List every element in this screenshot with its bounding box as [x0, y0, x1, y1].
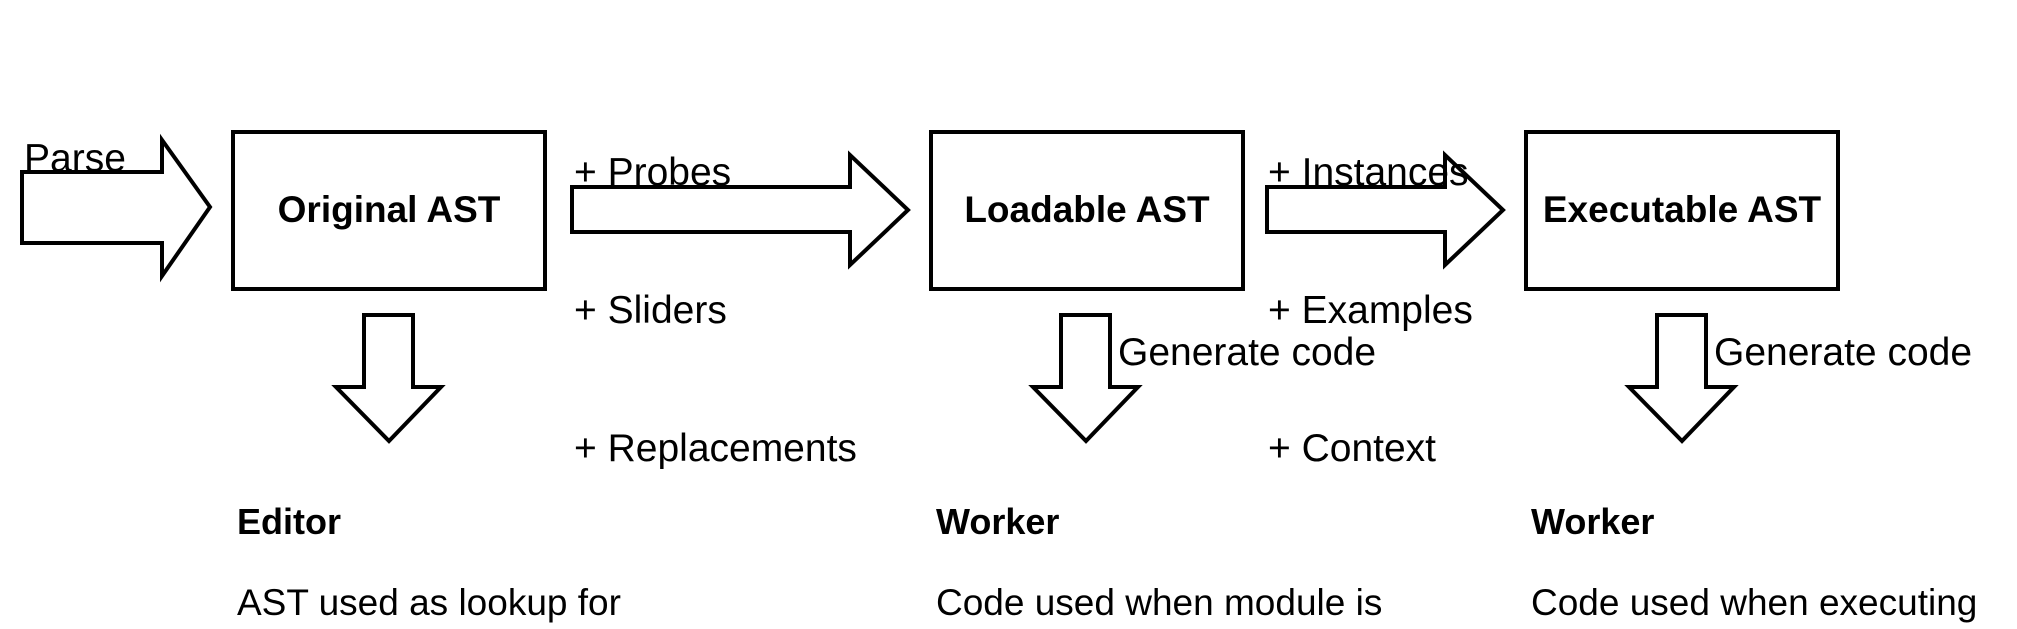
caption-title: Editor [237, 501, 341, 542]
caption-line: AST used as lookup for [237, 581, 621, 623]
caption-title: Worker [936, 501, 1060, 542]
stage-box-original-ast[interactable] [231, 130, 547, 291]
addition-item: + Examples [1268, 289, 1473, 333]
transition-additions-loadable-to-executable: + Instances + Examples + Context [1268, 58, 1473, 564]
addition-item: + Context [1268, 427, 1437, 471]
down-arrow-loadable-ast-icon [1028, 313, 1143, 444]
stage-label-executable-ast: Executable AST [1542, 189, 1822, 230]
caption-line: Code used when executing [1531, 581, 1978, 623]
addition-item: + Instances [1268, 151, 1469, 195]
down-arrow-executable-ast-icon [1624, 313, 1739, 444]
addition-item: + Probes [574, 151, 732, 195]
down-arrow-original-ast-icon [331, 313, 446, 444]
down-arrow-label-loadable-ast: Generate code [1118, 331, 1377, 374]
caption-block-worker-executable: Worker Code used when executing examples [1531, 464, 1977, 629]
addition-item: + Sliders [574, 289, 727, 333]
transition-arrow-original-to-loadable-icon [570, 150, 911, 270]
caption-block-editor: Editor AST used as lookup for user actio… [237, 464, 621, 629]
parse-arrow-label: Parse [24, 137, 126, 180]
stage-box-executable-ast[interactable] [1524, 130, 1840, 291]
parse-arrow-icon [20, 133, 213, 283]
caption-block-worker-loadable: Worker Code used when module is loaded b… [936, 464, 1382, 629]
transition-arrow-loadable-to-executable-icon [1265, 150, 1506, 270]
caption-title: Worker [1531, 501, 1655, 542]
stage-label-original-ast: Original AST [277, 189, 501, 230]
down-arrow-label-executable-ast: Generate code [1714, 331, 1973, 374]
stage-box-loadable-ast[interactable] [929, 130, 1245, 291]
addition-item: + Replacements [574, 427, 857, 471]
stage-label-loadable-ast: Loadable AST [964, 189, 1210, 230]
caption-line: Code used when module is [936, 581, 1383, 623]
transition-additions-original-to-loadable: + Probes + Sliders + Replacements [574, 58, 857, 564]
